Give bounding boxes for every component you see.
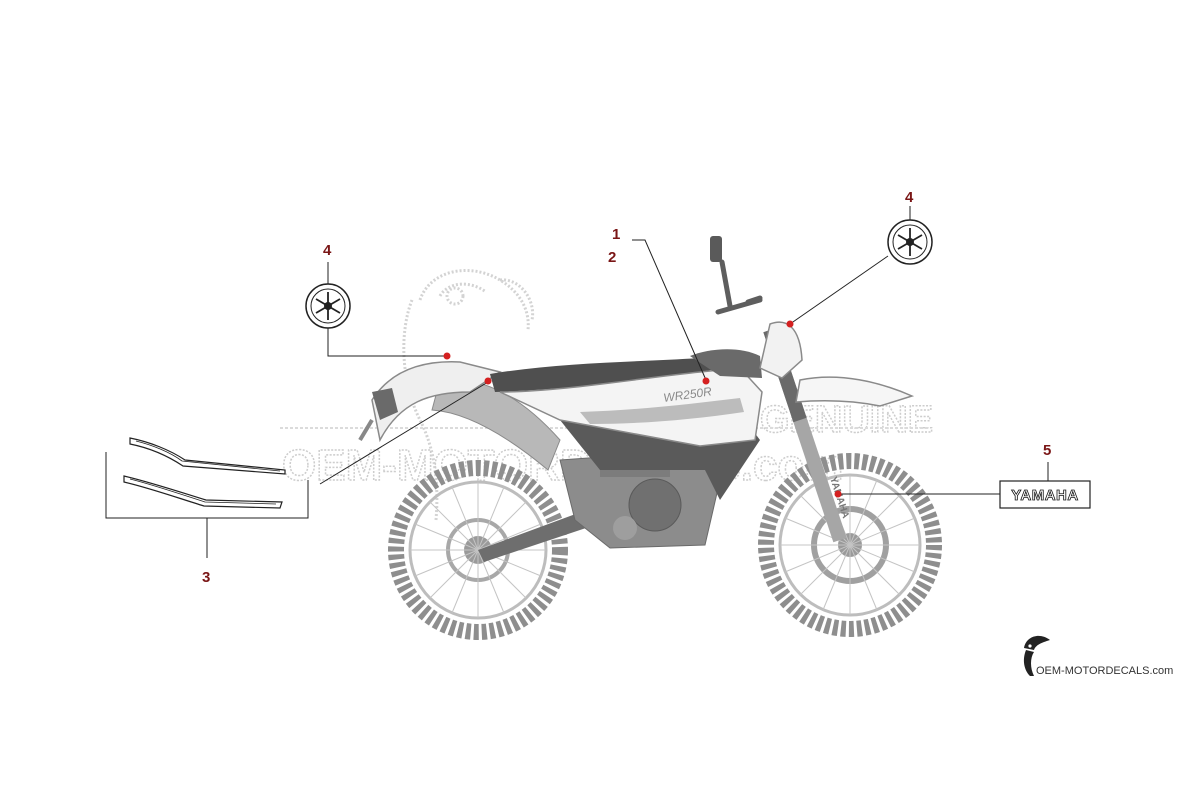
- tuning-fork-emblem-right-icon: [887, 219, 933, 265]
- watermark-genuine: GENUINE: [760, 399, 933, 441]
- yamaha-decal-text: YAMAHA: [1011, 487, 1078, 504]
- side-panel: [499, 367, 763, 447]
- front-fender: [795, 376, 915, 407]
- side-panel-stripe: [580, 398, 744, 424]
- leader-1-2: [632, 239, 707, 381]
- marker-1-2: [702, 377, 710, 385]
- marker-5: [834, 490, 842, 498]
- model-badge: WR250R: [662, 384, 712, 405]
- motorcycle: WR250R YAMAHA: [358, 236, 942, 640]
- watermark-bird-icon: [402, 268, 535, 521]
- headlight-cowl: [759, 321, 803, 379]
- callout-numbers: 1 2 4 4 3 5: [202, 189, 1051, 586]
- leader-lines: [105, 206, 1049, 558]
- callout-4-right: 4: [905, 189, 914, 206]
- front-wheel: [758, 453, 942, 637]
- callout-4-left: 4: [323, 242, 332, 259]
- yamaha-decal: YAMAHA: [999, 480, 1091, 509]
- leader-4-right-to-bike: [789, 255, 889, 325]
- callout-5: 5: [1043, 442, 1051, 459]
- brand-logo-text: OEM-MOTORDECALS.com: [1036, 665, 1173, 677]
- callout-1: 1: [612, 226, 620, 243]
- tuning-fork-emblem-left-icon: [305, 283, 351, 329]
- tail-light: [372, 388, 398, 420]
- handlebar: [715, 259, 763, 315]
- leader-3-to-bike: [319, 381, 489, 485]
- marker-4-left: [443, 352, 451, 360]
- stripe-decal-lower: [123, 475, 283, 509]
- callout-3: 3: [202, 569, 210, 586]
- seat: [490, 358, 712, 392]
- license-bracket: [358, 418, 374, 442]
- mirror: [710, 236, 722, 262]
- leader-4-left-to-bike: [327, 328, 447, 357]
- markers: [443, 320, 842, 498]
- stripe-decal-upper: [129, 437, 286, 475]
- fuel-tank: [690, 349, 762, 378]
- marker-4-right: [786, 320, 794, 328]
- callout-2: 2: [608, 249, 616, 266]
- toucan-icon: [1023, 635, 1050, 676]
- marker-3: [484, 377, 492, 385]
- brand-logo: OEM-MOTORDECALS.com: [1023, 635, 1173, 677]
